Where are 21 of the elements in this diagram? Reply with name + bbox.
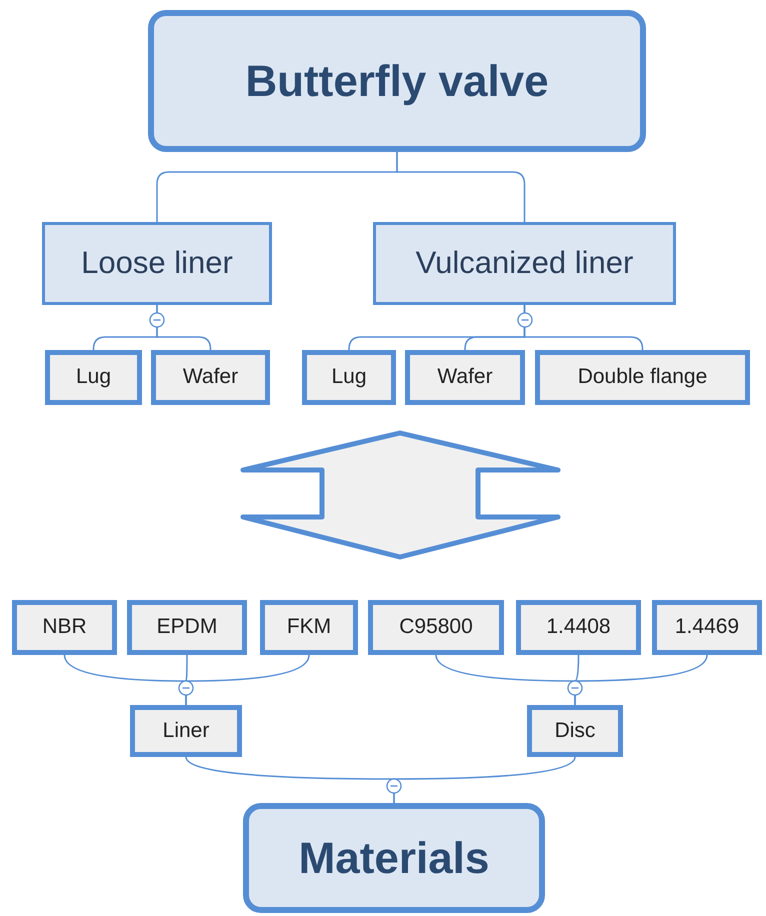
item-box: Liner	[130, 705, 242, 757]
item-box: C95800	[368, 600, 504, 655]
connector-line	[574, 654, 708, 705]
connector-line	[393, 756, 576, 803]
item-box: 1.4469	[652, 600, 762, 655]
item-box: 1.4408	[516, 600, 641, 655]
subtopic-box: Vulcanized liner	[373, 222, 676, 305]
item-box: Wafer	[151, 350, 270, 405]
connector-line	[185, 654, 310, 705]
item-box: Lug	[302, 350, 396, 405]
item-box: Lug	[45, 350, 142, 405]
item-box: FKM	[260, 600, 358, 655]
connector-line	[396, 152, 526, 222]
item-box: Wafer	[405, 350, 525, 405]
item-box: NBR	[12, 600, 117, 655]
subtopic-box: Loose liner	[42, 222, 272, 305]
item-box: Double flange	[535, 350, 750, 405]
item-box: EPDM	[127, 600, 247, 655]
topic-box: Butterfly valve	[148, 10, 646, 152]
topic-box: Materials	[243, 803, 545, 913]
item-box: Disc	[527, 705, 623, 757]
